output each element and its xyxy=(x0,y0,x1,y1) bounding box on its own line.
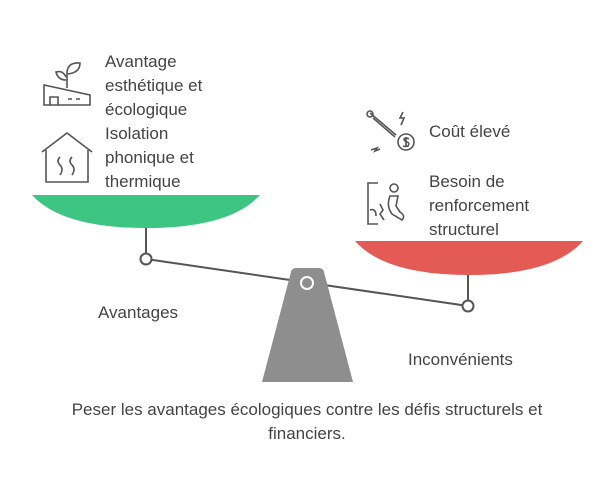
disadvantage-2-line-3: structurel xyxy=(429,220,499,239)
green-roof-house-icon xyxy=(43,62,91,106)
fulcrum xyxy=(262,268,353,382)
advantages-label: Avantages xyxy=(98,303,179,322)
advantages-pan xyxy=(32,195,260,228)
advantage-2-line-2: phonique et xyxy=(105,148,194,167)
pivot xyxy=(300,276,314,290)
right-joint xyxy=(461,299,475,313)
disadvantages-pan xyxy=(355,241,583,275)
advantage-1-line-3: écologique xyxy=(105,100,188,119)
disadvantage-1-line-1: Coût élevé xyxy=(429,122,511,141)
disadvantages-label: Inconvénients xyxy=(408,350,513,369)
advantage-item-2: Isolation phonique et thermique xyxy=(105,122,194,194)
advantage-item-1: Avantage esthétique et écologique xyxy=(105,50,202,122)
disadvantage-item-1: Coût élevé xyxy=(429,120,510,144)
caption: Peser les avantages écologiques contre l… xyxy=(0,398,614,446)
disadvantage-item-2: Besoin de renforcement structurel xyxy=(429,170,529,242)
disadvantage-2-line-1: Besoin de xyxy=(429,172,505,191)
caption-line-1: Peser les avantages écologiques contre l… xyxy=(71,400,543,419)
advantage-1-line-2: esthétique et xyxy=(105,76,203,95)
advantage-2-line-3: thermique xyxy=(105,172,181,191)
left-joint xyxy=(139,252,153,266)
disadvantage-2-line-2: renforcement xyxy=(429,196,530,215)
advantage-2-line-1: Isolation xyxy=(105,124,169,143)
structural-crack-icon xyxy=(367,182,405,225)
rocket-cost-icon xyxy=(366,110,415,153)
heated-house-icon xyxy=(41,131,93,183)
advantage-1-line-1: Avantage xyxy=(105,52,177,71)
caption-line-2: financiers. xyxy=(268,424,346,443)
